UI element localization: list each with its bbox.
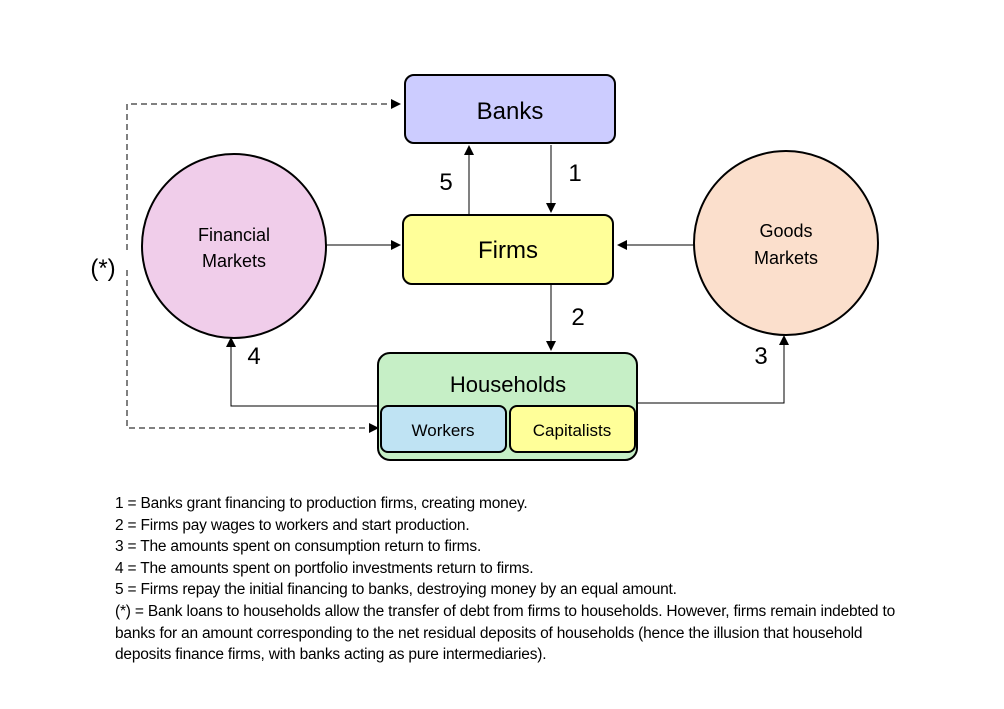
legend-item-3: 3 = The amounts spent on consumption ret…	[115, 538, 482, 556]
banks-box	[404, 74, 616, 144]
flow-label-1: 1	[568, 160, 581, 187]
workers-box	[380, 405, 507, 453]
households-node: Households Workers Capitalists	[377, 352, 638, 461]
flow-label-star: (*)	[90, 255, 115, 282]
dashed-arrow-to-workers	[126, 270, 379, 433]
firms-node: Firms	[402, 214, 614, 285]
flow-label-3: 3	[754, 343, 767, 370]
financial-markets-circle	[141, 153, 327, 339]
arrow-households-to-financial-markets	[226, 337, 378, 407]
firms-label: Firms	[478, 237, 538, 264]
financial-markets-node: Financial Markets	[141, 153, 327, 339]
flow-labels: 1 5 2 4 3 (*)	[90, 160, 767, 370]
legend-item-1: 1 = Banks grant financing to production …	[115, 495, 528, 512]
capitalists-label: Capitalists	[533, 421, 611, 440]
flow-label-2: 2	[571, 304, 584, 331]
arrow-households-to-goods-markets	[637, 335, 789, 404]
flow-label-4: 4	[247, 343, 260, 370]
goods-markets-label-line1: Goods	[759, 221, 812, 241]
financial-markets-label-line2: Markets	[202, 251, 266, 271]
legend: 1 = Banks grant financing to production …	[115, 493, 915, 666]
capitalists-box	[509, 405, 636, 453]
firms-box	[402, 214, 614, 285]
banks-node: Banks	[404, 74, 616, 144]
goods-markets-label-line2: Markets	[754, 248, 818, 268]
dashed-arrow-to-banks	[126, 99, 401, 250]
workers-label: Workers	[412, 421, 475, 440]
legend-item-5: 5 = Firms repay the initial financing to…	[115, 581, 677, 599]
financial-markets-label-line1: Financial	[198, 225, 270, 245]
legend-item-4: 4 = The amounts spent on portfolio inves…	[115, 559, 534, 577]
legend-item-star: (*) = Bank loans to households allow the…	[115, 602, 895, 664]
households-label: Households	[450, 372, 566, 397]
connectors	[126, 99, 789, 433]
goods-markets-circle	[693, 150, 879, 336]
banks-label: Banks	[477, 98, 544, 125]
flow-label-5: 5	[439, 169, 452, 196]
legend-item-2: 2 = Firms pay wages to workers and start…	[115, 516, 470, 534]
circuit-diagram: Banks Firms Households Workers Capitalis…	[90, 74, 879, 461]
goods-markets-node: Goods Markets	[693, 150, 879, 336]
